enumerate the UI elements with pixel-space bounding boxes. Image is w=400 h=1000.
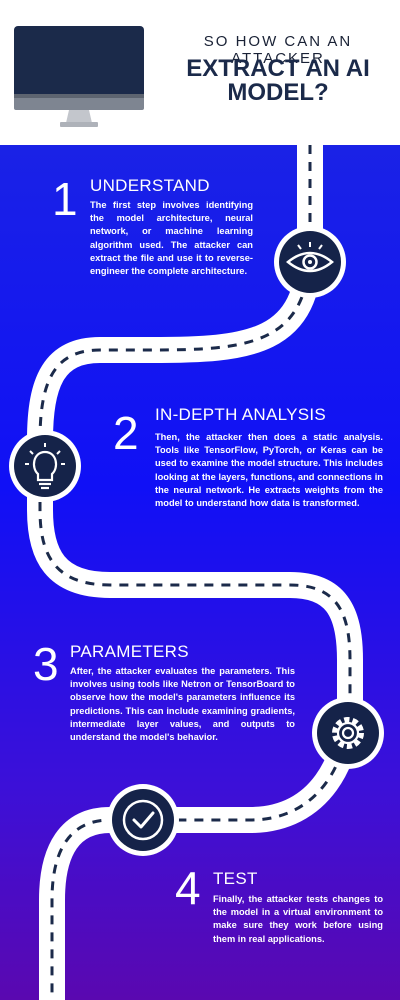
road-dashes (38, 145, 352, 1000)
checkmark-icon (107, 784, 179, 856)
step-3-title: PARAMETERS (70, 642, 189, 661)
step-1-title: UNDERSTAND (90, 176, 210, 195)
step-1-number: 1 (52, 173, 78, 225)
gear-icon (312, 697, 384, 769)
title-line-1: EXTRACT AN AI (186, 55, 370, 82)
lightbulb-icon (9, 430, 81, 502)
step-2-title: IN-DEPTH ANALYSIS (155, 405, 327, 424)
step-4-number: 4 (175, 862, 201, 914)
subtitle: SO HOW CAN AN ATTACKER (203, 33, 353, 67)
page-title: EXTRACT AN AI MODEL? (160, 57, 396, 105)
step-3-number: 3 (33, 638, 59, 690)
step-4-text: Finally, the attacker tests changes to t… (213, 894, 383, 944)
step-3-text: After, the attacker evaluates the parame… (70, 666, 295, 743)
step-2-text: Then, the attacker then does a static an… (155, 432, 383, 509)
title-line-2: MODEL? (227, 79, 329, 106)
header: SO HOW CAN AN ATTACKER EXTRACT AN AI MOD… (0, 0, 400, 145)
step-4-title: TEST (213, 869, 258, 888)
eye-icon (274, 226, 346, 298)
step-2-number: 2 (113, 407, 139, 459)
desktop-monitor-icon (14, 26, 144, 127)
step-1-text: The first step involves identifying the … (90, 200, 253, 277)
